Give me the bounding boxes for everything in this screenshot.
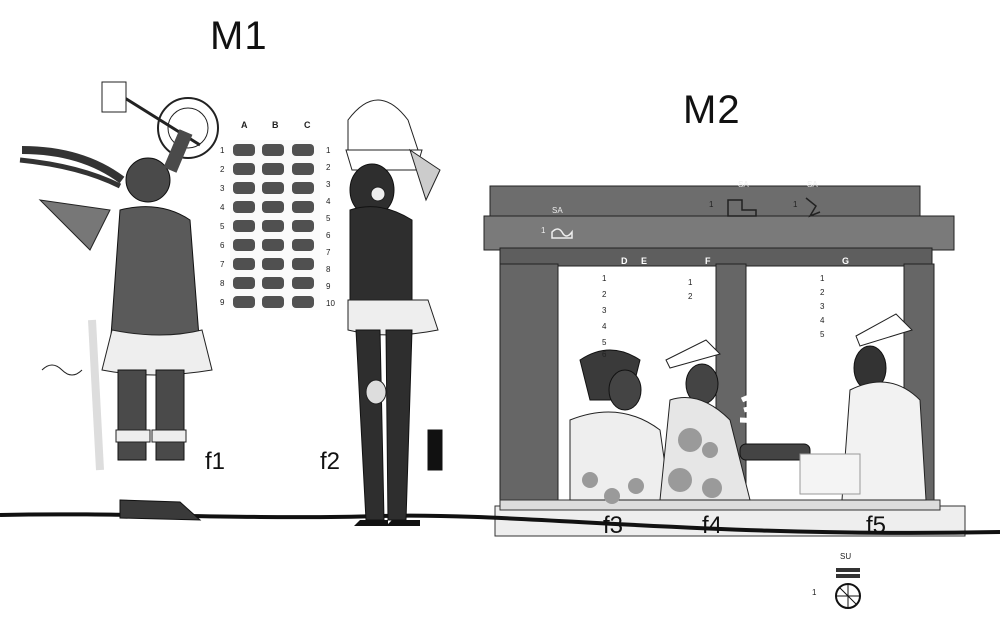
glyph-column-e: E (641, 256, 648, 266)
row-number: 2 (602, 290, 607, 299)
row-number: 1 (220, 146, 225, 155)
row-number: 8 (220, 279, 225, 288)
row-number: 2 (688, 292, 693, 301)
su-glyph (835, 568, 861, 609)
row-number: 4 (220, 203, 225, 212)
glyph-column-d: D (621, 256, 628, 266)
figure-f3 (569, 349, 671, 504)
row-number: 5 (602, 338, 607, 347)
sa-caption: SA (738, 180, 749, 189)
sa-caption: SA (552, 206, 563, 215)
row-number: 1 (602, 274, 607, 283)
row-number: 5 (220, 222, 225, 231)
row-number: 2 (820, 288, 825, 297)
row-number: 4 (326, 197, 331, 206)
su-number: 1 (812, 588, 817, 597)
figure-label-f3: f3 (603, 512, 624, 539)
figure-f5 (799, 313, 927, 501)
su-caption: SU (840, 552, 852, 561)
glyph-panel-m1 (230, 140, 320, 310)
building (483, 185, 966, 537)
row-number: 9 (326, 282, 331, 291)
row-number: 10 (326, 299, 335, 308)
row-number: 3 (820, 302, 825, 311)
glyph-column-b: B (272, 120, 279, 130)
row-number: 3 (220, 184, 225, 193)
row-number: 4 (820, 316, 825, 325)
row-number: 9 (220, 298, 225, 307)
row-number: 1 (820, 274, 825, 283)
row-number: 1 (688, 278, 693, 287)
glyph-column-g: G (842, 256, 850, 266)
row-number: 6 (220, 241, 225, 250)
figure-f2 (345, 99, 443, 526)
row-number: 3 (326, 180, 331, 189)
row-number: 6 (602, 350, 607, 359)
glyph-column-f: F (705, 256, 711, 266)
row-number: 8 (326, 265, 331, 274)
row-number: 5 (820, 330, 825, 339)
figure-f1 (19, 81, 219, 521)
row-number: 1 (326, 146, 331, 155)
scene-label-m2: M2 (683, 88, 741, 132)
glyph-column-a: A (241, 120, 248, 130)
figure-f4 (659, 339, 811, 501)
figure-label-f5: f5 (866, 512, 887, 539)
figure-label-f4: f4 (702, 512, 723, 539)
sa-caption: SA (807, 180, 818, 189)
row-number: 7 (220, 260, 225, 269)
figure-label-f2: f2 (320, 448, 341, 475)
figure-label-f1: f1 (205, 448, 226, 475)
row-number: 5 (326, 214, 331, 223)
scene-label-m1: M1 (210, 14, 268, 58)
row-number: 2 (326, 163, 331, 172)
sa-number: 1 (709, 200, 714, 209)
row-number: 4 (602, 322, 607, 331)
row-number: 7 (326, 248, 331, 257)
row-number: 2 (220, 165, 225, 174)
row-number: 6 (326, 231, 331, 240)
left-pillar (499, 263, 559, 509)
glyph-column-c: C (304, 120, 311, 130)
sa-number: 1 (541, 226, 546, 235)
sa-number: 1 (793, 200, 798, 209)
row-number: 3 (602, 306, 607, 315)
